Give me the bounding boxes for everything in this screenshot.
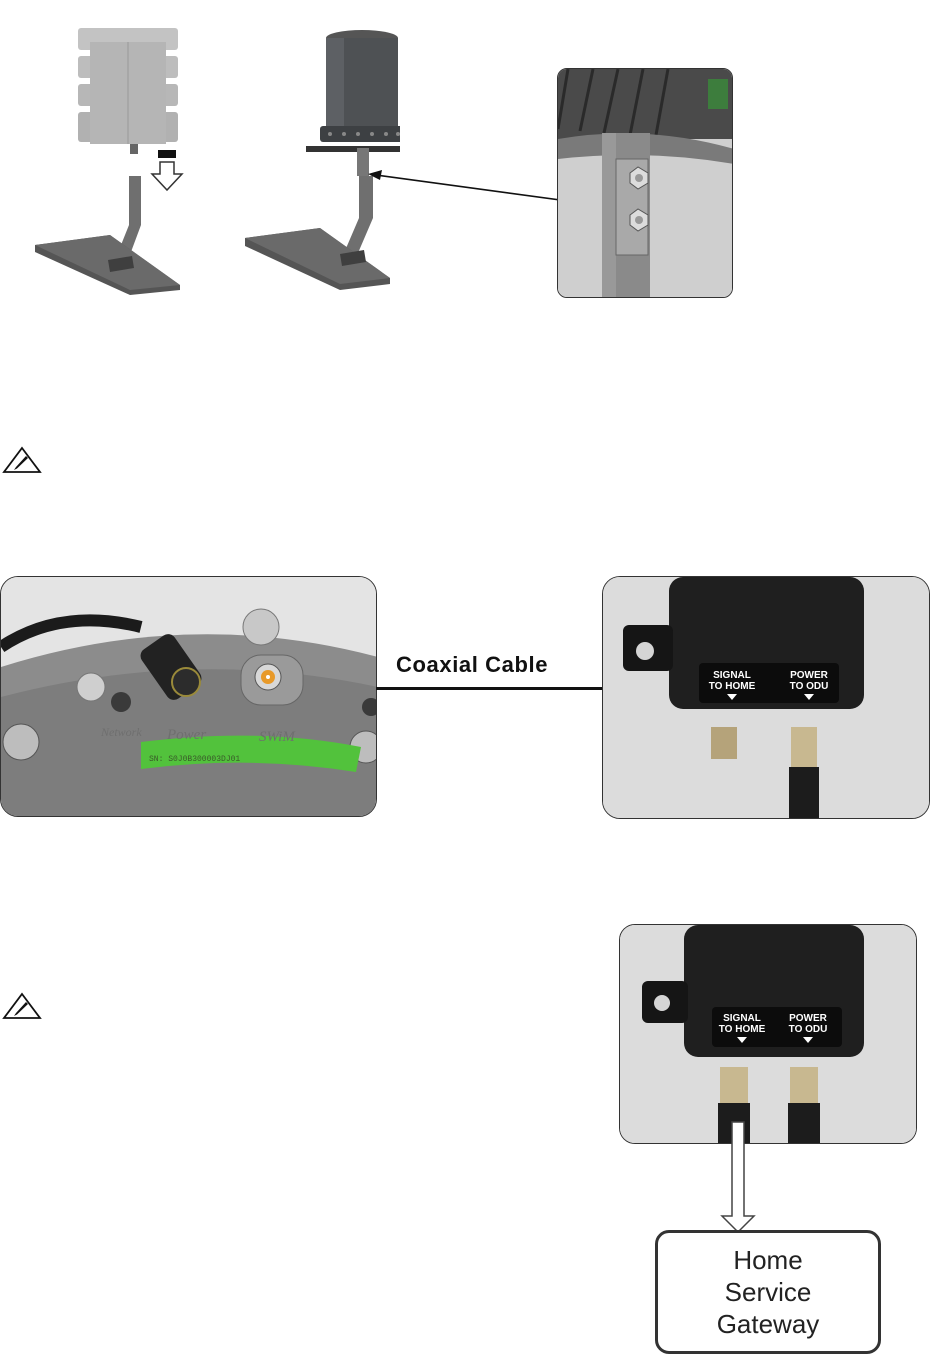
home-service-gateway-box: Home Service Gateway — [655, 1230, 881, 1354]
bracket-step-figure — [30, 20, 190, 300]
mounted-step-figure — [240, 28, 400, 296]
signal-to-home-label: SIGNAL TO HOME — [704, 670, 760, 692]
pencil-note-icon — [2, 992, 42, 1020]
signal-arrow-icon — [737, 1037, 747, 1043]
power-to-odu-label: POWER TO ODU — [780, 1013, 836, 1035]
pencil-note-icon — [2, 446, 42, 474]
down-arrow-icon — [718, 1118, 758, 1234]
power-to-odu-label: POWER TO ODU — [781, 670, 837, 692]
odu-above-bracket-illustration — [30, 20, 190, 300]
power-port-label: Power — [167, 727, 206, 744]
power-injector-photo-top: SIGNAL TO HOME POWER TO ODU — [602, 576, 930, 819]
gateway-line-3: Gateway — [717, 1308, 820, 1340]
power-arrow-icon — [803, 1037, 813, 1043]
odu-mounted-illustration — [240, 28, 400, 296]
signal-to-home-label: SIGNAL TO HOME — [714, 1013, 770, 1035]
coaxial-cable-line — [376, 687, 604, 690]
signal-arrow-icon — [727, 694, 737, 700]
coaxial-cable-label: Coaxial Cable — [396, 652, 548, 678]
power-arrow-icon — [804, 694, 814, 700]
odu-connector-photo: Network Power SWiM SN: S0J0B300003DJ01 — [0, 576, 377, 817]
gateway-line-1: Home — [733, 1244, 802, 1276]
swim-port-label: SWiM — [259, 729, 295, 746]
network-port-label: Network — [101, 725, 142, 740]
bracket-closeup-photo — [557, 68, 733, 298]
gateway-line-2: Service — [725, 1276, 812, 1308]
serial-number-label: SN: S0J0B300003DJ01 — [149, 755, 240, 764]
power-injector-photo-bottom: SIGNAL TO HOME POWER TO ODU — [619, 924, 917, 1144]
